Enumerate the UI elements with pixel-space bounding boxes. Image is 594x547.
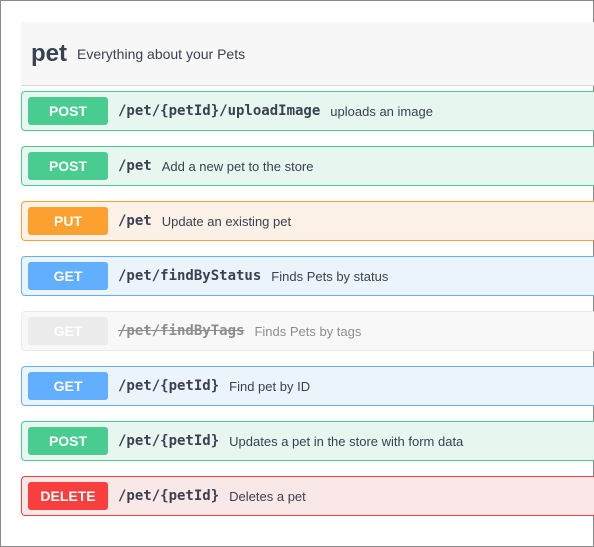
operation-path: /pet (118, 213, 152, 229)
operation-path: /pet/findByTags (118, 323, 245, 339)
operation-summary: Finds Pets by tags (254, 323, 362, 339)
operation-summary: Add a new pet to the store (161, 158, 314, 174)
operation-get-find-by-tags-deprecated[interactable]: GET /pet/findByTags Finds Pets by tags (21, 311, 594, 351)
operation-get-find-by-status[interactable]: GET /pet/findByStatus Finds Pets by stat… (21, 256, 594, 296)
tag-description: Everything about your Pets (77, 45, 246, 62)
operation-path: /pet (118, 158, 152, 174)
method-badge: DELETE (28, 482, 108, 510)
operation-post-update-pet-form[interactable]: POST /pet/{petId} Updates a pet in the s… (21, 421, 594, 461)
operation-path: /pet/{petId} (118, 378, 220, 394)
tag-header[interactable]: pet Everything about your Pets (21, 22, 594, 86)
operation-post-add-pet[interactable]: POST /pet Add a new pet to the store (21, 146, 594, 186)
method-badge: POST (28, 152, 108, 180)
operation-path: /pet/{petId}/uploadImage (118, 103, 321, 119)
operations-list: POST /pet/{petId}/uploadImage uploads an… (21, 86, 594, 516)
operation-summary: Update an existing pet (161, 213, 292, 229)
operation-post-upload-image[interactable]: POST /pet/{petId}/uploadImage uploads an… (21, 91, 594, 131)
method-badge: GET (28, 372, 108, 400)
method-badge: PUT (28, 207, 108, 235)
operation-path: /pet/findByStatus (118, 268, 262, 284)
operation-path: /pet/{petId} (118, 433, 220, 449)
operation-delete-pet[interactable]: DELETE /pet/{petId} Deletes a pet (21, 476, 594, 516)
operation-summary: Finds Pets by status (271, 268, 389, 284)
operation-summary: uploads an image (330, 103, 433, 119)
tag-section-pet: pet Everything about your Pets POST /pet… (21, 22, 594, 531)
operation-put-update-pet[interactable]: PUT /pet Update an existing pet (21, 201, 594, 241)
operation-summary: Find pet by ID (229, 378, 311, 394)
method-badge: POST (28, 97, 108, 125)
tag-name: pet (31, 39, 67, 67)
method-badge: GET (28, 317, 108, 345)
method-badge: GET (28, 262, 108, 290)
method-badge: POST (28, 427, 108, 455)
operation-get-pet-by-id[interactable]: GET /pet/{petId} Find pet by ID (21, 366, 594, 406)
operation-path: /pet/{petId} (118, 488, 220, 504)
operation-summary: Deletes a pet (229, 488, 306, 504)
operation-summary: Updates a pet in the store with form dat… (229, 433, 464, 449)
